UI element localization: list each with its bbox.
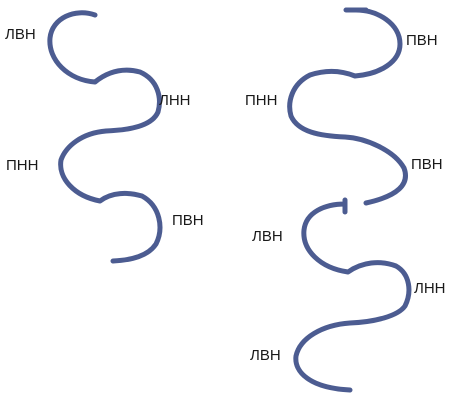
right-label-6: ЛВН bbox=[250, 347, 281, 364]
right-label-5: ЛНН bbox=[414, 280, 446, 297]
right-label-3: ПВН bbox=[411, 156, 443, 173]
right-chain-curve-lower bbox=[293, 197, 412, 393]
right-label-2: ПНН bbox=[245, 92, 278, 109]
left-label-4: ПВН bbox=[172, 212, 204, 229]
left-label-2: ЛНН bbox=[159, 92, 191, 109]
right-chain-curve-upper bbox=[287, 7, 408, 206]
right-label-4: ЛВН bbox=[252, 228, 283, 245]
left-label-3: ПНН bbox=[6, 157, 39, 174]
right-label-1: ПВН bbox=[406, 32, 438, 49]
left-chain-curve bbox=[47, 10, 163, 264]
left-label-1: ЛВН bbox=[5, 26, 36, 43]
